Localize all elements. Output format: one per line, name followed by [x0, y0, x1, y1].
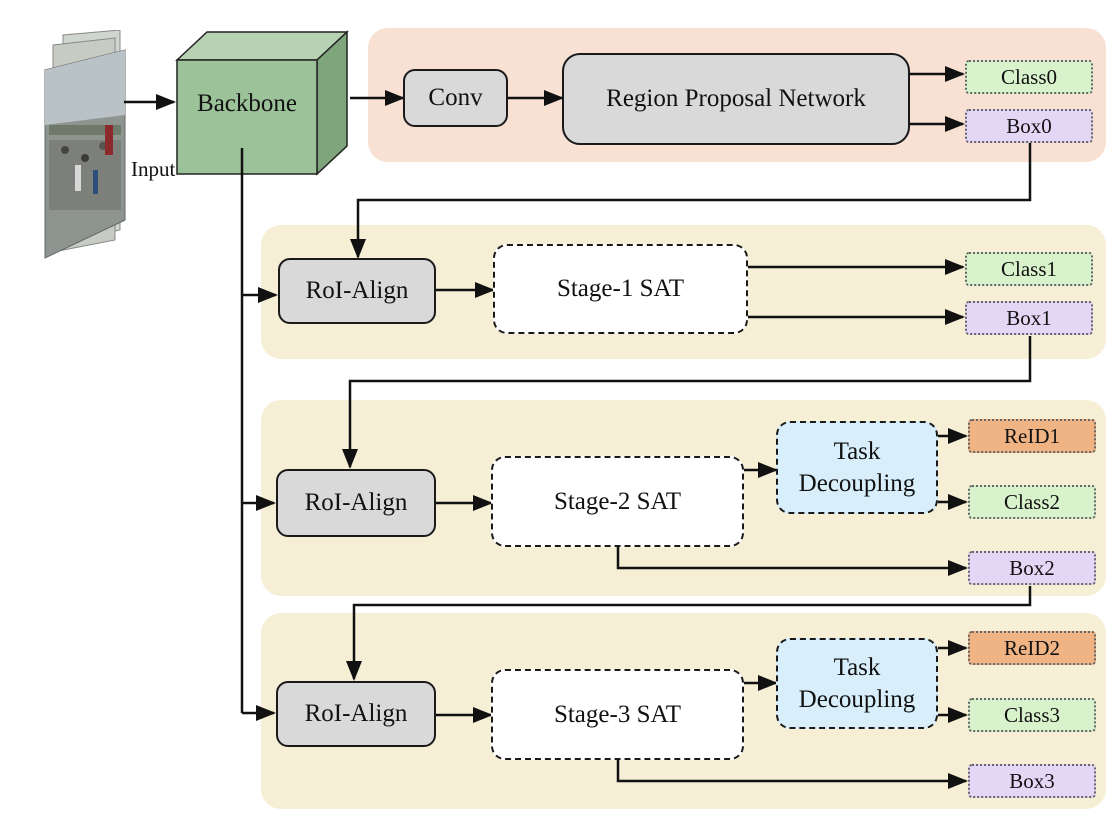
stage2-sat: Stage-2 SAT [491, 456, 744, 547]
box2-output: Box2 [968, 551, 1096, 585]
class0-output: Class0 [965, 60, 1093, 94]
stage3-sat: Stage-3 SAT [491, 669, 744, 760]
task-decoupling-1: Task Decoupling [776, 421, 938, 514]
box3-output: Box3 [968, 764, 1096, 798]
input-frames-image [44, 30, 126, 259]
task-decoupling-1-line1: Task [833, 438, 881, 466]
backbone-label: Backbone [197, 90, 297, 117]
box1-output: Box1 [965, 301, 1093, 335]
roi-align-2: RoI-Align [276, 469, 436, 537]
roi-align-1: RoI-Align [278, 258, 436, 324]
class1-output: Class1 [965, 252, 1093, 286]
task-decoupling-2-line2: Decoupling [798, 685, 916, 713]
reid1-output: ReID1 [968, 419, 1096, 453]
task-decoupling-2: Task Decoupling [776, 638, 938, 729]
class3-output: Class3 [968, 698, 1096, 732]
input-label: Input [131, 157, 176, 181]
backbone-cube [175, 30, 349, 176]
conv-block: Conv [403, 69, 508, 127]
box0-output: Box0 [965, 109, 1093, 143]
task-decoupling-2-line1: Task [833, 654, 881, 682]
roi-align-3: RoI-Align [276, 681, 436, 747]
stage1-sat: Stage-1 SAT [493, 244, 748, 334]
task-decoupling-1-line2: Decoupling [798, 469, 916, 497]
class2-output: Class2 [968, 485, 1096, 519]
reid2-output: ReID2 [968, 631, 1096, 665]
rpn-block: Region Proposal Network [562, 53, 910, 145]
